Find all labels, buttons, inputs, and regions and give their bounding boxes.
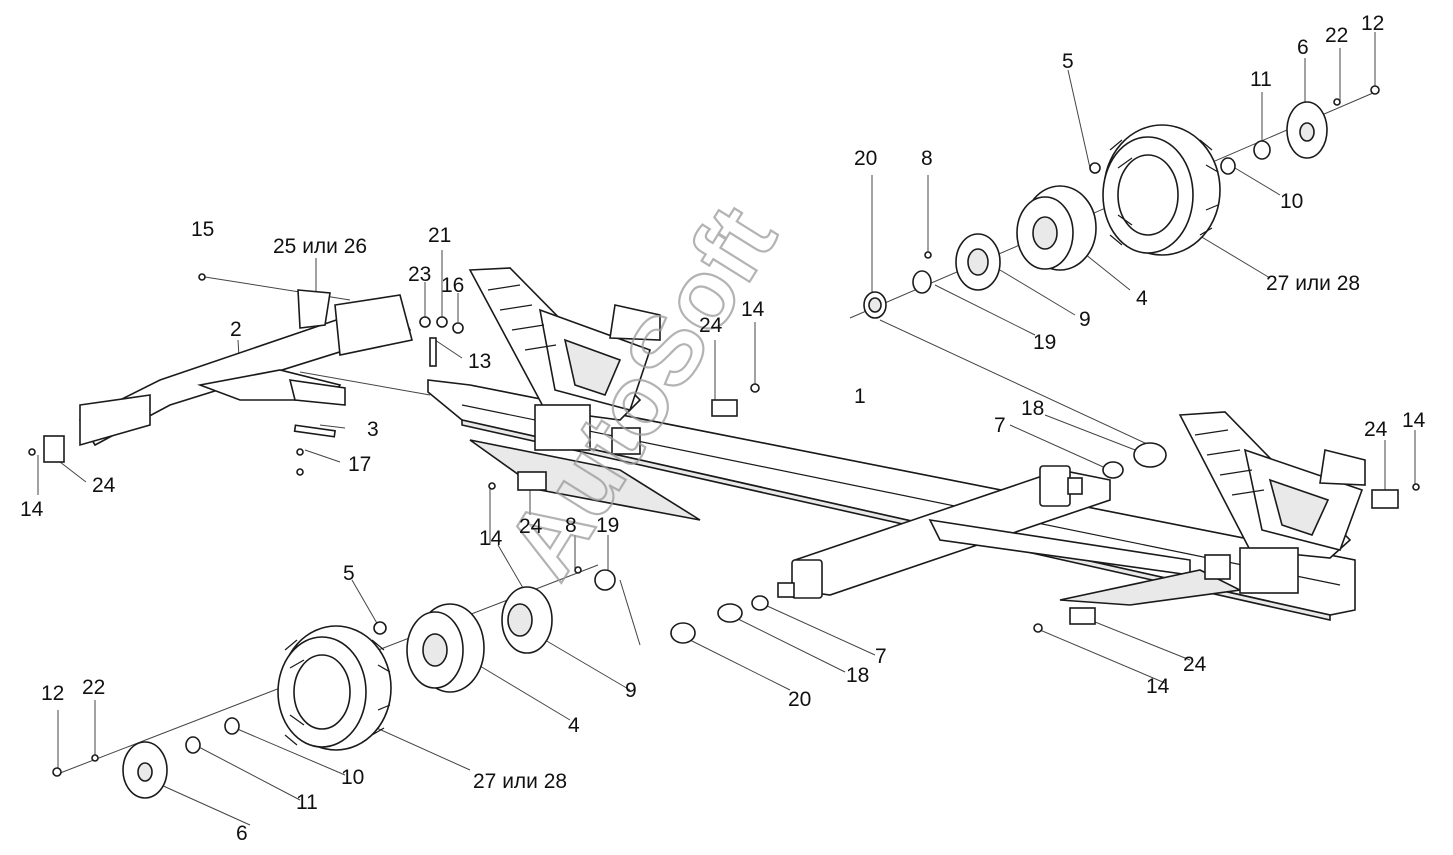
- callout-14: 14: [20, 498, 44, 521]
- callout-14: 14: [1146, 675, 1170, 698]
- callout-22: 22: [1325, 24, 1348, 47]
- callout-2: 2: [230, 318, 242, 341]
- callout-19: 19: [1033, 331, 1056, 354]
- callouts: 1 2 3 4 4 5 5 6 6 7 7 8 8 9 9 10 10 11 1…: [20, 12, 1426, 845]
- callout-22: 22: [82, 676, 105, 699]
- callout-19: 19: [596, 514, 619, 537]
- callout-16: 16: [441, 274, 464, 297]
- callout-9: 9: [625, 679, 637, 702]
- callout-7: 7: [875, 645, 887, 668]
- callout-5: 5: [343, 562, 355, 585]
- callout-25-or-26: 25 или 26: [273, 235, 367, 258]
- callout-5: 5: [1062, 50, 1074, 73]
- callout-14: 14: [741, 298, 765, 321]
- callout-12: 12: [41, 682, 64, 705]
- callout-24: 24: [92, 474, 116, 497]
- callout-27-or-28: 27 или 28: [473, 770, 567, 793]
- callout-11: 11: [296, 791, 318, 814]
- callout-21: 21: [428, 224, 451, 247]
- callout-18: 18: [1021, 397, 1044, 420]
- callout-8: 8: [565, 514, 577, 537]
- callout-8: 8: [921, 147, 933, 170]
- callout-9: 9: [1079, 308, 1091, 331]
- callout-4: 4: [568, 714, 580, 737]
- right-wheel-assembly: [750, 85, 1380, 479]
- callout-10: 10: [1280, 190, 1303, 213]
- callout-24: 24: [699, 314, 723, 337]
- callout-13: 13: [468, 350, 491, 373]
- callout-20: 20: [788, 688, 811, 711]
- callout-20: 20: [854, 147, 877, 170]
- callout-27-or-28: 27 или 28: [1266, 272, 1360, 295]
- callout-11: 11: [1250, 68, 1272, 91]
- callout-12: 12: [1361, 12, 1384, 35]
- callout-18: 18: [846, 664, 869, 687]
- callout-17: 17: [348, 453, 371, 476]
- callout-14: 14: [1402, 409, 1426, 432]
- callout-7: 7: [994, 414, 1006, 437]
- callout-6: 6: [1297, 36, 1309, 59]
- main-frame: [427, 267, 1366, 621]
- callout-24: 24: [519, 515, 543, 538]
- callout-14: 14: [479, 527, 503, 550]
- callout-1: 1: [854, 385, 866, 408]
- drawbar-assembly: [28, 273, 464, 476]
- callout-6: 6: [236, 822, 248, 845]
- callout-10: 10: [341, 766, 364, 789]
- callout-15: 15: [191, 218, 214, 241]
- callout-3: 3: [367, 418, 379, 441]
- callout-4: 4: [1136, 287, 1148, 310]
- callout-23: 23: [408, 263, 431, 286]
- left-wheel-assembly: [52, 471, 1420, 799]
- callout-24: 24: [1364, 418, 1388, 441]
- callout-24: 24: [1183, 653, 1207, 676]
